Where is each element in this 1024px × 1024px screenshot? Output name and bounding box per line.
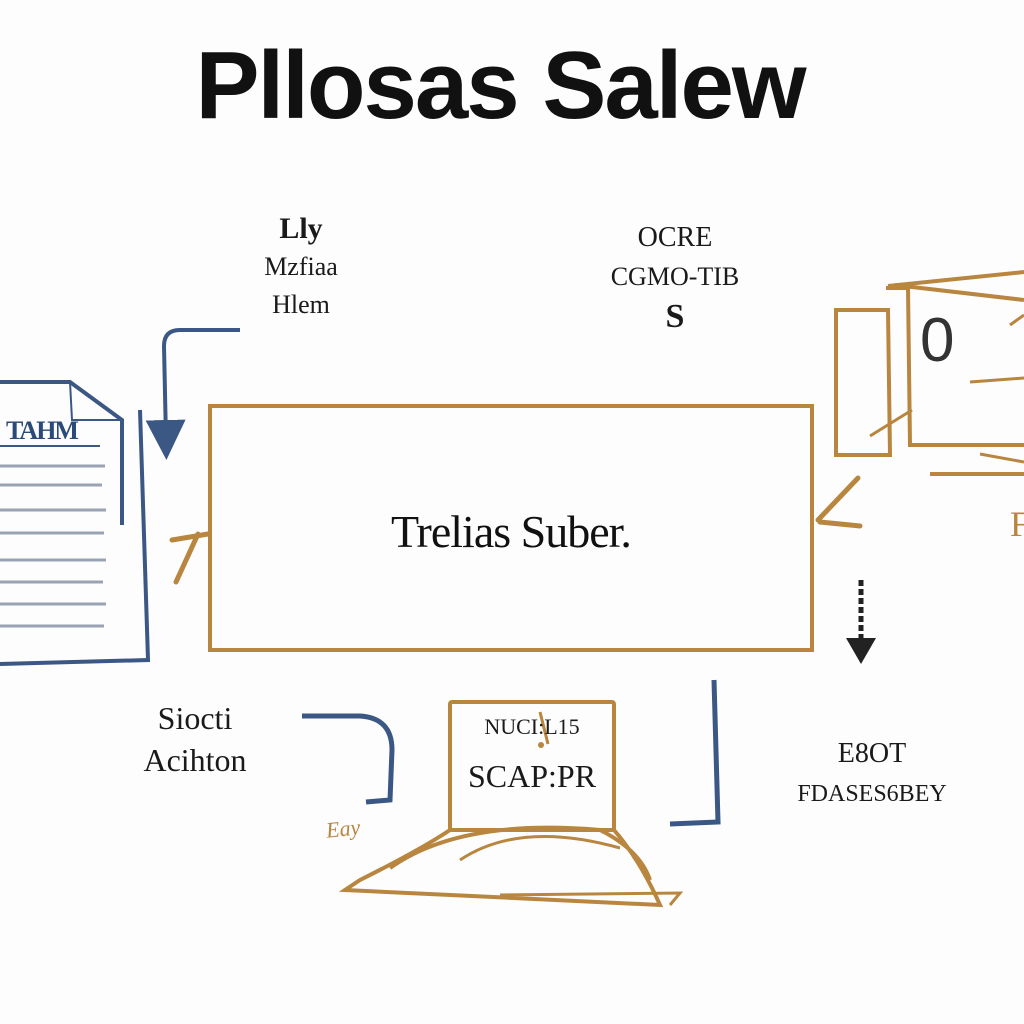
label-top-left-line2: Mzfiaa — [264, 252, 338, 281]
label-top-left: Lly Mzfiaa Hlem — [236, 214, 366, 318]
laptop-screen-line2: SCAP:PR — [467, 758, 597, 794]
connector-bottom-left — [302, 713, 395, 805]
monitor-screen-text: 0 — [920, 306, 955, 375]
label-top-mid: OCRE CGMO-TIB S — [580, 224, 770, 334]
label-bottom-left-line2: Acihton — [143, 742, 247, 778]
laptop-icon — [338, 700, 684, 908]
center-process-box — [208, 404, 814, 652]
laptop-screen-line1: NUCI:L15 — [484, 714, 580, 739]
label-bottom-right-line1: E8OT — [837, 738, 907, 769]
label-bottom-left-line1: Siocti — [157, 700, 233, 736]
label-top-mid-line2: CGMO-TIB — [610, 262, 740, 291]
laptop-screen: NUCI:L15 SCAP:PR — [452, 714, 612, 794]
label-top-left-line1: Lly — [279, 212, 323, 245]
label-top-mid-line3: S — [665, 298, 685, 335]
document-lines — [0, 464, 106, 628]
connector-bottom-right — [669, 679, 721, 827]
arrow-down-right — [846, 580, 876, 664]
arrow-doc-to-box — [169, 531, 211, 585]
monitor-icon — [834, 270, 1024, 476]
label-top-left-line3: Hlem — [272, 290, 330, 319]
document-icon — [0, 380, 151, 666]
label-right-edge: F — [1010, 504, 1024, 544]
laptop-badge: Eay — [324, 814, 362, 843]
label-bottom-left: Siocti Acihton — [110, 702, 280, 776]
arrow-monitor-to-box — [815, 475, 863, 529]
label-bottom-right-line2: FDASES6BEY — [797, 781, 947, 807]
arrow-top-left — [145, 328, 240, 460]
document-header: TAHM — [6, 416, 79, 445]
label-top-mid-line1: OCRE — [637, 222, 713, 253]
diagram-title: Pllosas Salew — [195, 32, 806, 139]
center-box-label: Trelias Suber. — [391, 506, 632, 557]
label-bottom-right: E8OT FDASES6BEY — [762, 738, 982, 807]
